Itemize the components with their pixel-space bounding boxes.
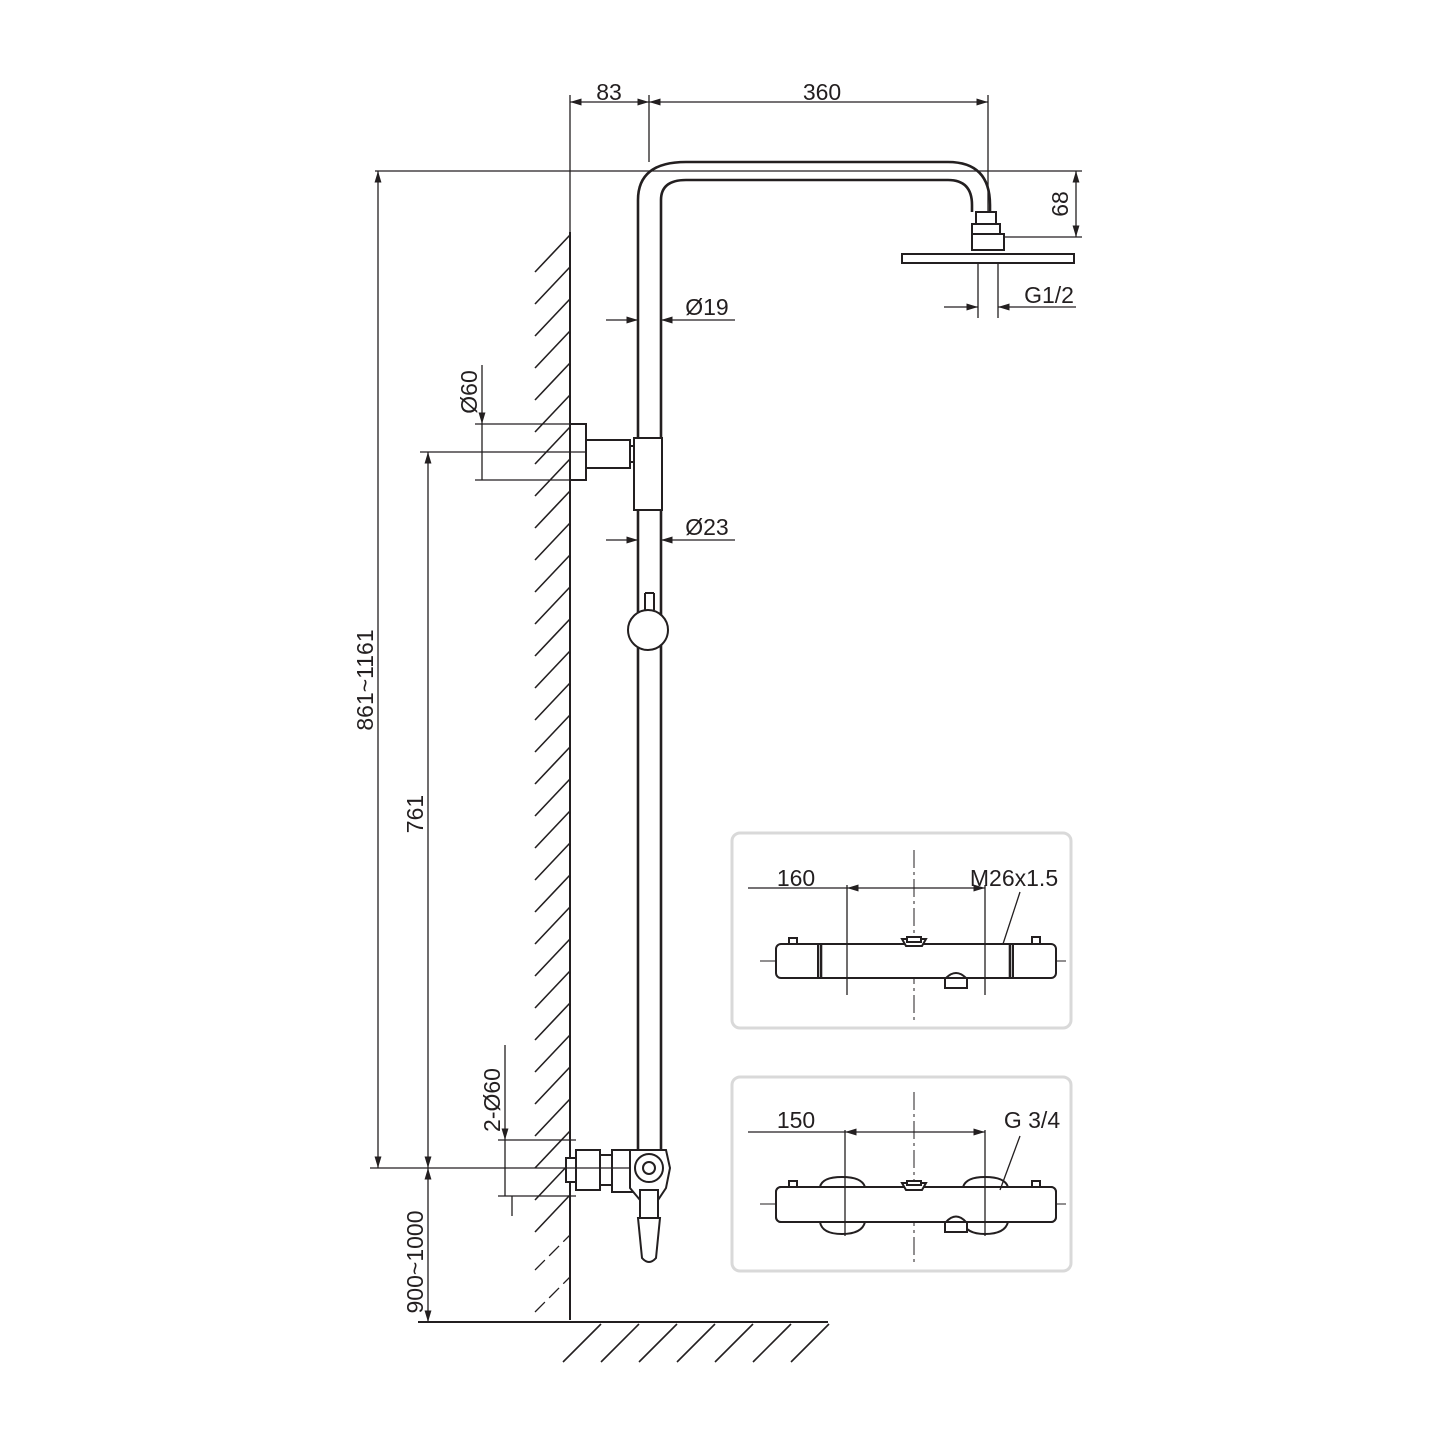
- riser-pipe: [636, 200, 663, 1150]
- dimension-wall-offset-label: 83: [596, 79, 622, 105]
- hatch-line: [534, 714, 571, 753]
- hatch-line: [534, 906, 571, 945]
- hatch-line: [638, 1323, 678, 1363]
- hatch-line: [534, 1194, 571, 1233]
- hatch-line: [534, 362, 571, 401]
- hatch-line: [676, 1323, 716, 1363]
- dimension-arm-length-label: 360: [803, 79, 841, 105]
- shower-head: [901, 211, 1075, 318]
- floor: [418, 1321, 830, 1363]
- hatch-line: [562, 1323, 602, 1363]
- hatch-line: [534, 874, 571, 913]
- dimension-total-height-label: 861~1161: [352, 629, 378, 730]
- valve-front-center-distance-label: 150: [777, 1107, 815, 1133]
- wall-hidden-hatch: [534, 1200, 571, 1320]
- dimension-pipe-lower: Ø23: [606, 514, 735, 544]
- hatch-line: [534, 1162, 571, 1201]
- dimension-pipe-upper-label: Ø19: [685, 294, 728, 320]
- dimension-head-connection-label: G1/2: [1024, 282, 1074, 308]
- hatch-line: [534, 394, 571, 433]
- wall-bracket: [569, 423, 663, 511]
- hatch-line: [790, 1323, 830, 1363]
- dimension-pipe-lower-label: Ø23: [685, 514, 728, 540]
- hatch-line: [714, 1323, 754, 1363]
- hatch-line: [534, 682, 571, 721]
- floor-hatch: [562, 1323, 830, 1363]
- wall: [534, 232, 571, 1320]
- valve-detail-panel-front: 150 G 3/4: [730, 1075, 1073, 1273]
- shower-arm: [636, 160, 992, 212]
- hatch-line: [534, 970, 571, 1009]
- hatch-line: [534, 234, 571, 273]
- dimension-mount-height: 900~1000: [402, 1168, 432, 1322]
- valve-front-thread-label: G 3/4: [1004, 1107, 1060, 1133]
- hatch-line: [534, 1002, 571, 1041]
- hatch-line: [534, 522, 571, 561]
- hatch-line: [534, 426, 571, 465]
- hatch-line: [534, 810, 571, 849]
- hatch-line: [534, 938, 571, 977]
- hatch-line: [534, 1098, 571, 1137]
- wall-hatch: [534, 234, 571, 1233]
- hatch-line: [534, 842, 571, 881]
- hatch-line: [600, 1323, 640, 1363]
- dimension-head-connection: G1/2: [944, 282, 1076, 311]
- dimension-head-drop: 68: [375, 170, 1082, 238]
- hatch-line: [534, 298, 571, 337]
- hatch-line: [534, 586, 571, 625]
- dimension-pipe-upper: Ø19: [606, 294, 735, 324]
- dimension-inlet-flanges-label: 2-Ø60: [479, 1068, 505, 1132]
- hatch-line: [534, 1130, 571, 1169]
- hatch-line: [534, 746, 571, 785]
- hatch-line: [534, 650, 571, 689]
- dimension-wall-offset: 83: [569, 79, 650, 232]
- hatch-line: [534, 458, 571, 497]
- valve-top-thread-label: M26x1.5: [970, 865, 1058, 891]
- valve-detail-panel-top: 160 M26x1.5: [730, 831, 1073, 1030]
- inlet-connector: [565, 1149, 672, 1263]
- dimension-bracket-diameter: Ø60: [456, 365, 586, 481]
- hatch-line: [534, 330, 571, 369]
- hatch-line: [534, 1066, 571, 1105]
- hatch-line: [534, 266, 571, 305]
- dimension-bracket-height-label: 761: [402, 795, 428, 833]
- dimension-total-height: 861~1161: [352, 171, 630, 1169]
- hatch-line: [534, 554, 571, 593]
- slider-knob: [627, 592, 669, 651]
- dimension-head-drop-label: 68: [1047, 191, 1073, 217]
- hatch-line: [534, 778, 571, 817]
- hatch-line: [534, 1034, 571, 1073]
- dimension-inlet-flanges: 2-Ø60: [479, 1045, 576, 1216]
- hatch-line: [534, 490, 571, 529]
- dimension-bracket-height: 761: [402, 451, 586, 1168]
- valve-top-center-distance-label: 160: [777, 865, 815, 891]
- dimension-mount-height-label: 900~1000: [402, 1211, 428, 1314]
- dimension-arm-length: 360: [649, 79, 989, 212]
- hatch-line: [534, 618, 571, 657]
- hatch-line: [752, 1323, 792, 1363]
- dimension-bracket-diameter-label: Ø60: [456, 370, 482, 413]
